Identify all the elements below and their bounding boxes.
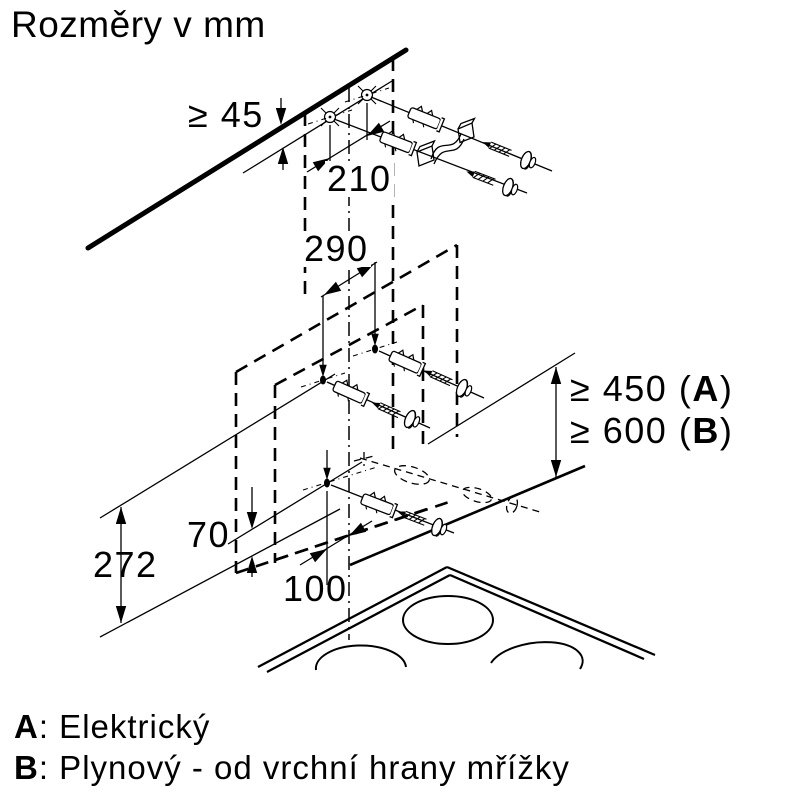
- dim-label-210: 210: [325, 158, 394, 199]
- wall-reference-lines: [99, 80, 586, 638]
- dim-label-45: ≥ 45: [188, 94, 264, 135]
- dim-210: [306, 103, 391, 173]
- dim-100: [299, 450, 373, 585]
- drill-hole-icon: [300, 85, 398, 491]
- page-title: Rozměry v mm: [11, 4, 266, 45]
- screw-icon: [369, 138, 513, 526]
- hidden-fixing-dashed: [353, 452, 541, 514]
- dim-label-290: 290: [302, 228, 371, 269]
- hob-icon: [257, 565, 656, 674]
- hood-outline-dashed: [234, 243, 459, 575]
- dim-label-450: ≥ 450 (A): [570, 368, 734, 409]
- dim-70: [246, 487, 258, 577]
- dim-label-272: 272: [93, 544, 158, 585]
- dim-45-arrows: [275, 98, 289, 170]
- dim-label-70: 70: [187, 514, 231, 555]
- washer-icon: [401, 149, 539, 540]
- ceiling-line: [85, 47, 409, 251]
- dim-450-600: [550, 367, 562, 477]
- dim-272: [115, 507, 127, 623]
- legend-line-b: B: Plynový - od vrchní hrany mřížky: [14, 749, 570, 786]
- dim-label-600: ≥ 600 (B): [570, 410, 734, 451]
- mounting-bracket-icon: [416, 117, 476, 167]
- legend-line-a: A: Elektrický: [14, 708, 211, 745]
- dim-label-100: 100: [283, 568, 348, 609]
- burner-icon: [314, 595, 584, 671]
- mounting-plate-dashed: [273, 303, 431, 563]
- dim-290: [319, 259, 379, 377]
